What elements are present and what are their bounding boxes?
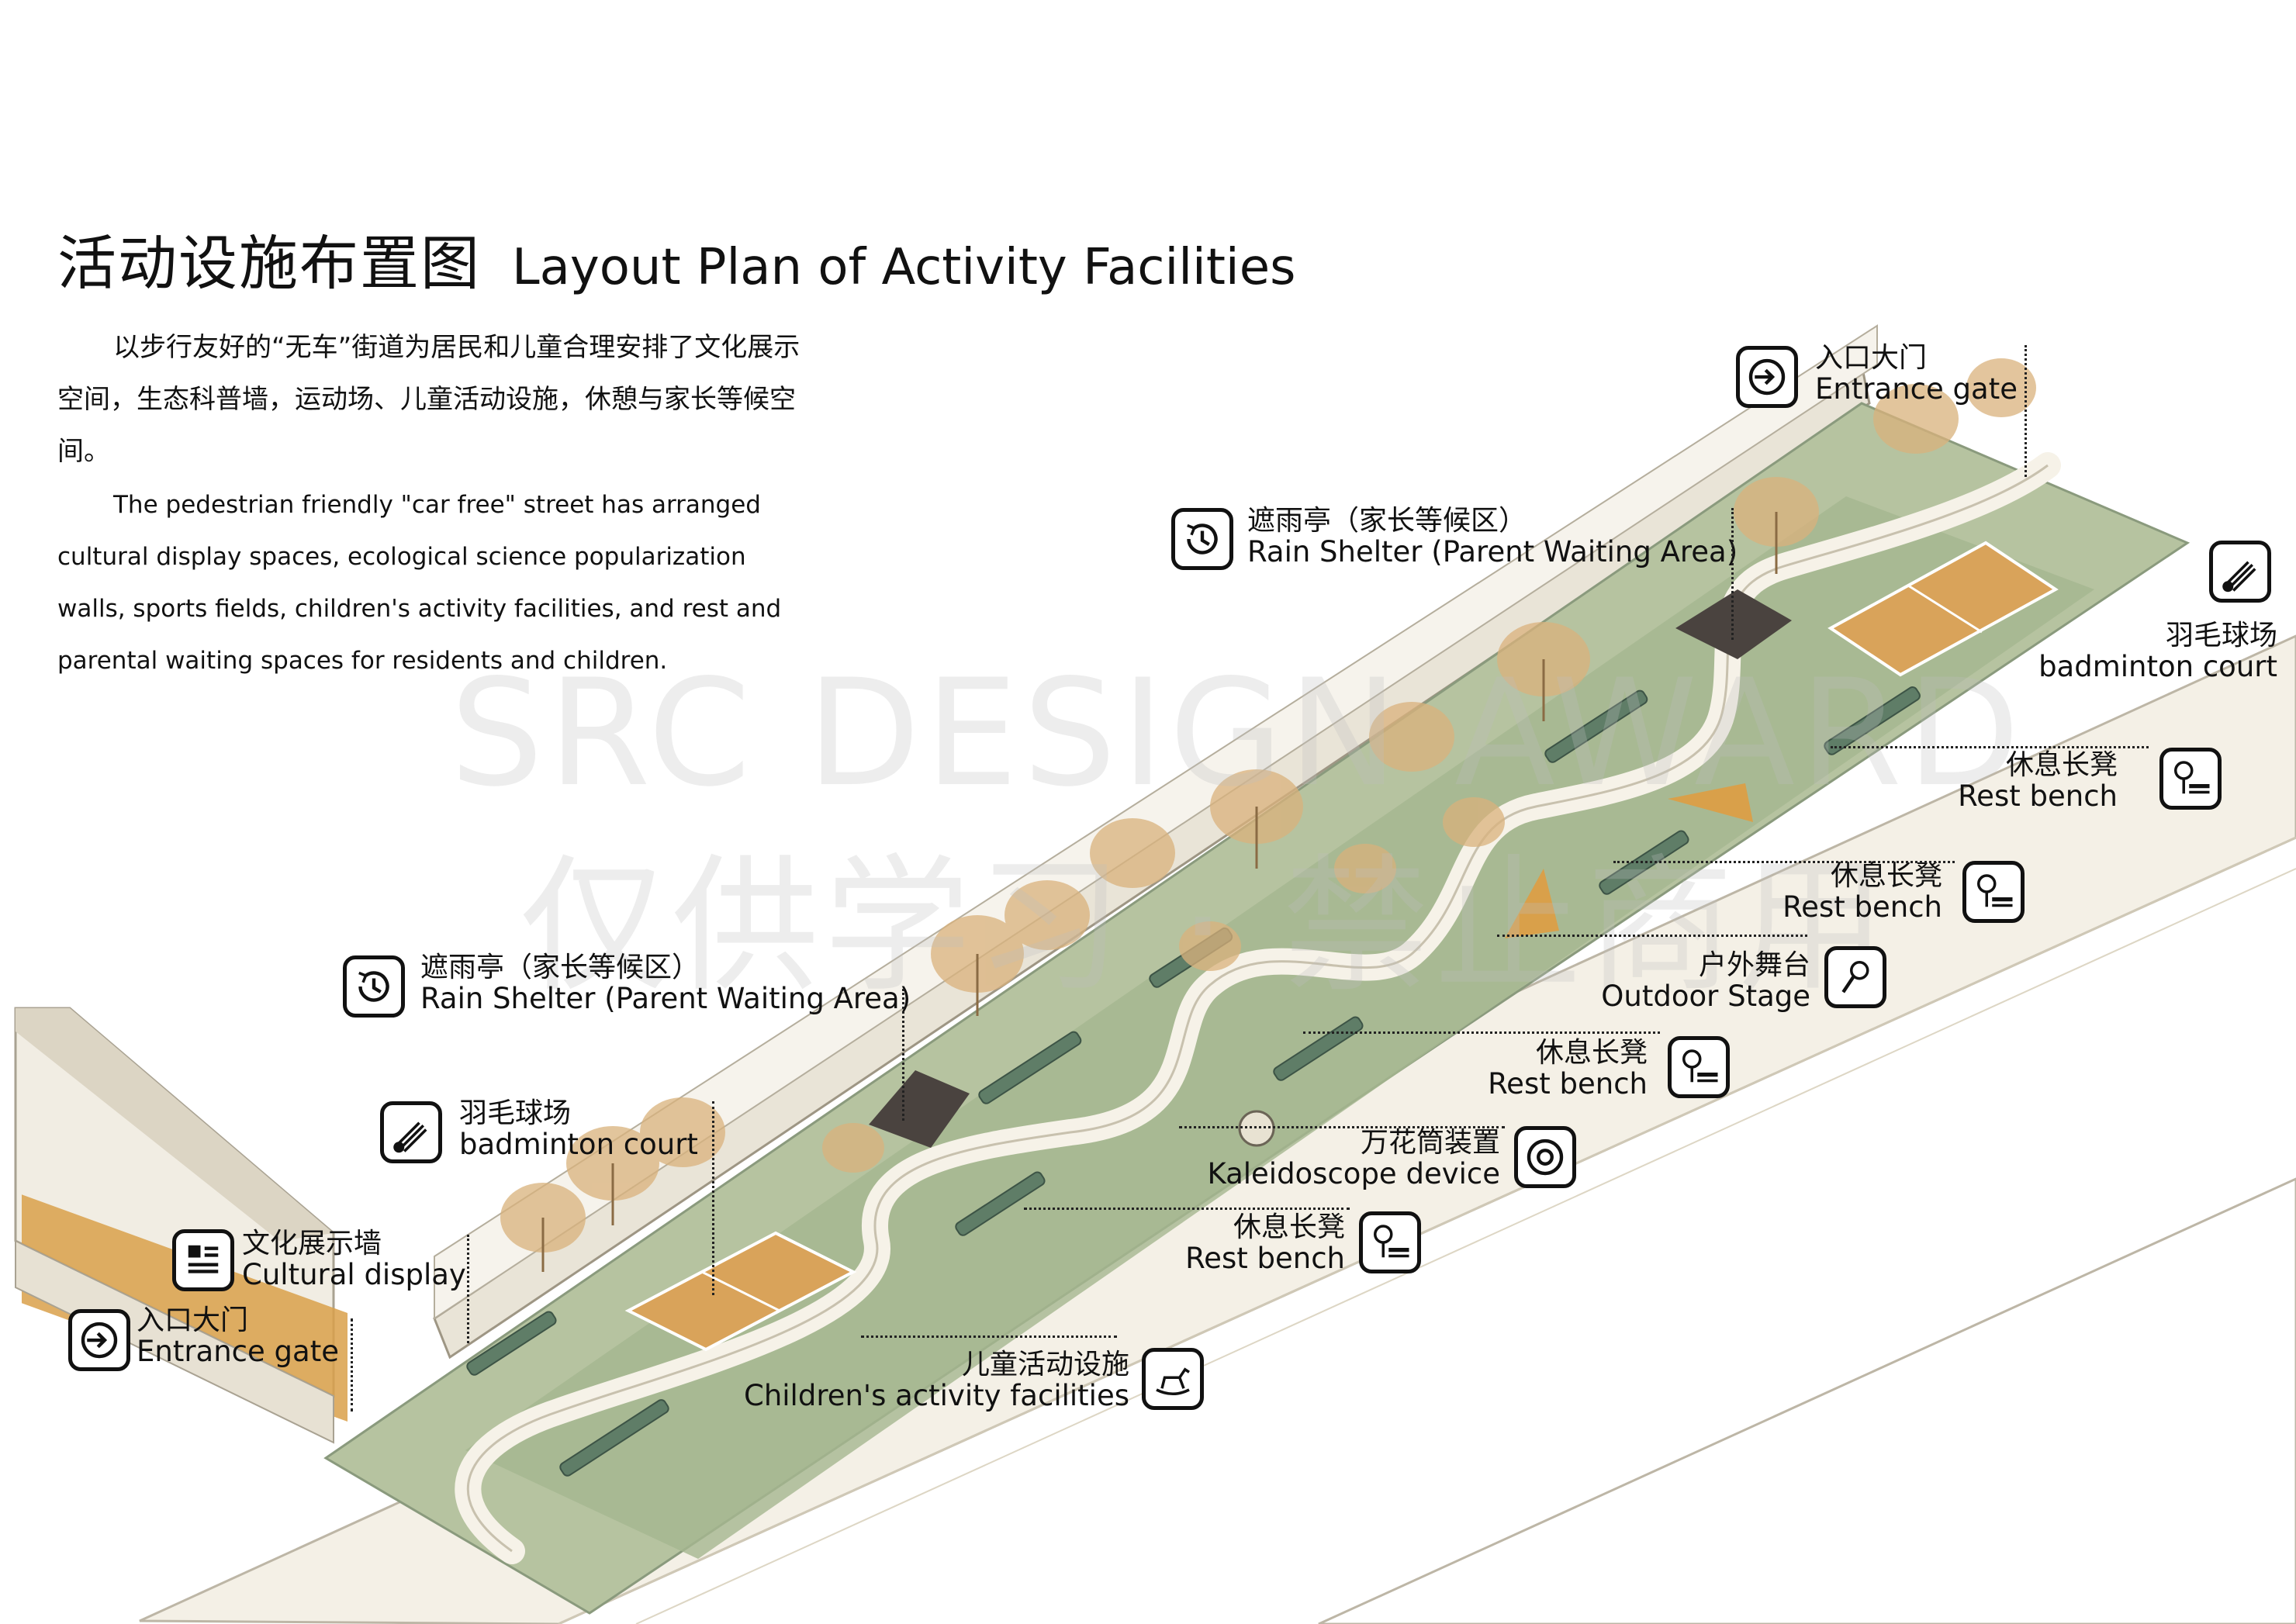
- shuttlecock-icon: [380, 1101, 442, 1163]
- leader-rain-shelter-top: [1731, 508, 1734, 640]
- bench-tree-icon: [1359, 1211, 1421, 1273]
- leader-badminton-left: [712, 1101, 714, 1295]
- entrance-arrow-icon: [1736, 346, 1798, 408]
- leader-rain-shelter-left: [902, 989, 904, 1121]
- clock-history-icon: [343, 955, 405, 1018]
- intro-en: The pedestrian friendly "car free" stree…: [57, 491, 782, 675]
- kaleidoscope-icon: [1514, 1126, 1576, 1188]
- shuttlecock-icon: [2209, 541, 2271, 603]
- rocking-horse-icon: [1142, 1348, 1204, 1410]
- leader-rest-bench-3: [1303, 1031, 1660, 1034]
- leader-kaleidoscope: [1179, 1126, 1505, 1128]
- label-entrance-gate-left: 入口大门 Entrance gate: [137, 1304, 339, 1368]
- label-rain-shelter-left: 遮雨亭（家长等候区） Rain Shelter (Parent Waiting …: [420, 952, 911, 1015]
- label-cultural-display: 文化展示墙 Cultural display: [242, 1228, 466, 1291]
- clock-history-icon: [1171, 508, 1233, 570]
- kaleidoscope-device: [1238, 1110, 1275, 1147]
- orange-plaza: [1668, 783, 1753, 822]
- label-rest-bench-1: 休息长凳 Rest bench: [1958, 749, 2118, 813]
- microphone-icon: [1824, 946, 1886, 1008]
- title-en: Layout Plan of Activity Facilities: [512, 239, 1296, 296]
- leader-rest-bench-4: [1024, 1208, 1350, 1210]
- label-kaleidoscope: 万花筒装置 Kaleidoscope device: [1207, 1127, 1500, 1190]
- leader-outdoor-stage: [1497, 935, 1807, 937]
- label-rest-bench-2: 休息长凳 Rest bench: [1783, 860, 1942, 924]
- tree-trunks: [541, 512, 1778, 1272]
- entrance-arrow-icon: [68, 1309, 130, 1371]
- bench-tree-icon: [1668, 1036, 1730, 1098]
- label-badminton-left: 羽毛球场 badminton court: [459, 1097, 698, 1161]
- leader-entrance-gate-top: [2025, 345, 2027, 477]
- leader-entrance-gate-left: [351, 1318, 353, 1411]
- label-rain-shelter-top: 遮雨亭（家长等候区） Rain Shelter (Parent Waiting …: [1247, 505, 1738, 568]
- leader-cultural-display: [467, 1235, 469, 1343]
- intro-cn: 以步行友好的“无车”街道为居民和儿童合理安排了文化展示空间，生态科普墙，运动场、…: [57, 332, 800, 467]
- display-board-icon: [172, 1229, 234, 1291]
- page-title: 活动设施布置图 Layout Plan of Activity Facilitie…: [57, 216, 1295, 301]
- leader-rest-bench-2: [1613, 861, 1955, 863]
- lower-right-block: [1318, 1177, 2296, 1624]
- rain-shelter-left: [869, 1070, 970, 1148]
- bench-tree-icon: [2159, 748, 2222, 810]
- label-badminton-top: 羽毛球场 badminton court: [2038, 620, 2277, 683]
- title-cn: 活动设施布置图: [57, 229, 481, 298]
- rain-shelter-right: [1675, 589, 1792, 659]
- leader-children-facilities: [861, 1335, 1117, 1338]
- leader-rest-bench-1: [1831, 746, 2149, 748]
- bench-tree-icon: [1962, 861, 2025, 923]
- label-rest-bench-3: 休息长凳 Rest bench: [1488, 1037, 1648, 1101]
- label-entrance-gate-top: 入口大门 Entrance gate: [1815, 342, 2018, 406]
- outdoor-stage: [1505, 869, 1559, 938]
- label-rest-bench-4: 休息长凳 Rest bench: [1185, 1211, 1345, 1275]
- label-outdoor-stage: 户外舞台 Outdoor Stage: [1601, 949, 1810, 1013]
- intro-text: 以步行友好的“无车”街道为居民和儿童合理安排了文化展示空间，生态科普墙，运动场、…: [57, 322, 802, 687]
- label-children-facilities: 儿童活动设施 Children's activity facilities: [743, 1349, 1129, 1412]
